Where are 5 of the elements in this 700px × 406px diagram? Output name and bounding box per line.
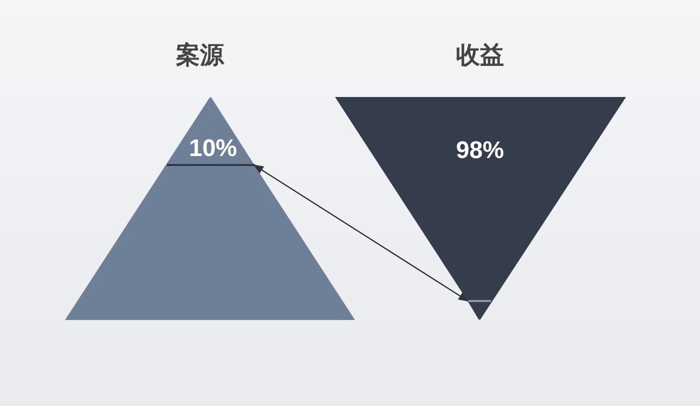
heading: 案源 [176,40,224,71]
heading: 收益 [456,40,504,71]
percentage: 10% [188,135,238,163]
percentage: 98% [456,137,504,165]
double-arrow [253,164,469,302]
